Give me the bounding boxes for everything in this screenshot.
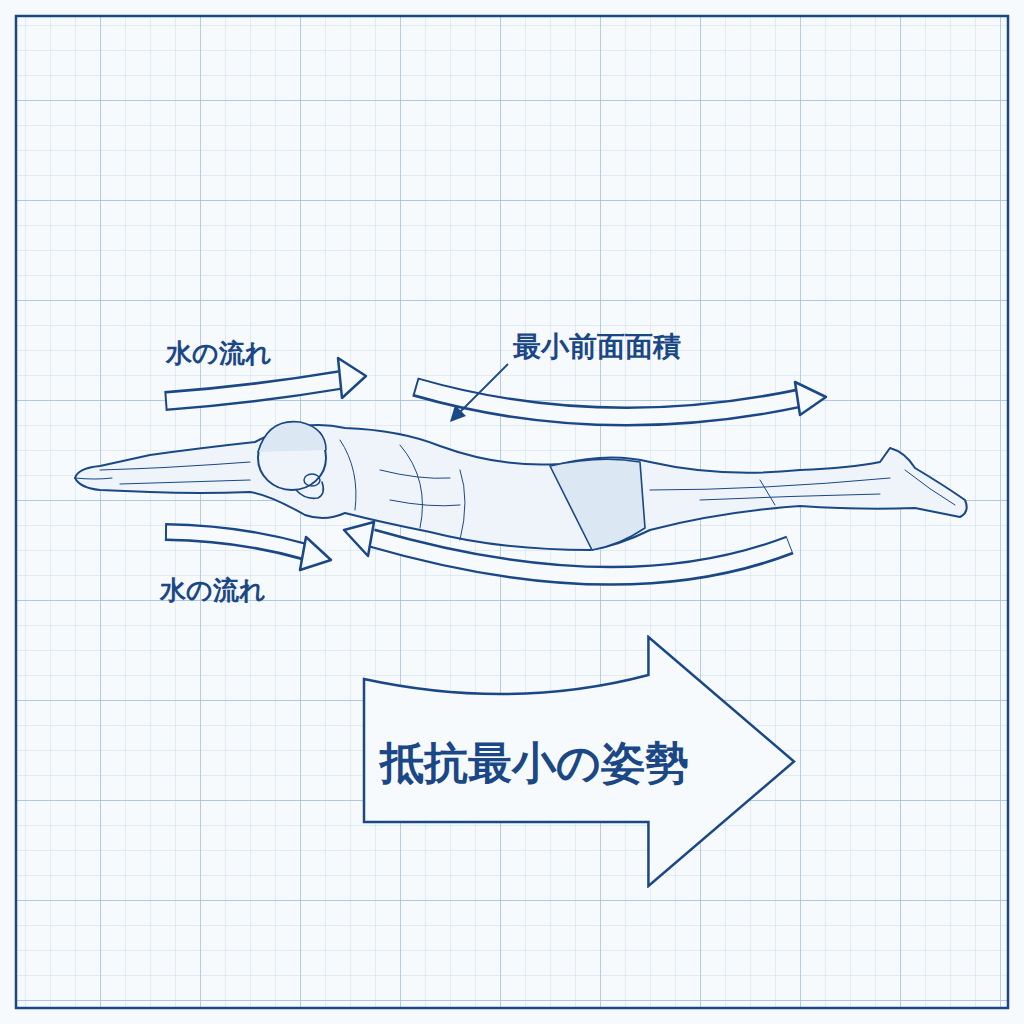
posture-arrow: 抵抗最小の姿勢 (362, 635, 796, 888)
leader-line (450, 364, 508, 422)
flow-label: 水の流れ (160, 573, 266, 608)
frame (16, 16, 1008, 1008)
node-title: 抵抗最小の姿勢 (380, 734, 689, 793)
callout-label: 最小前面面積 (513, 328, 681, 366)
grid (16, 16, 1008, 1008)
swimmer-figure (75, 422, 967, 550)
flow-label: 水の流れ (166, 336, 272, 371)
